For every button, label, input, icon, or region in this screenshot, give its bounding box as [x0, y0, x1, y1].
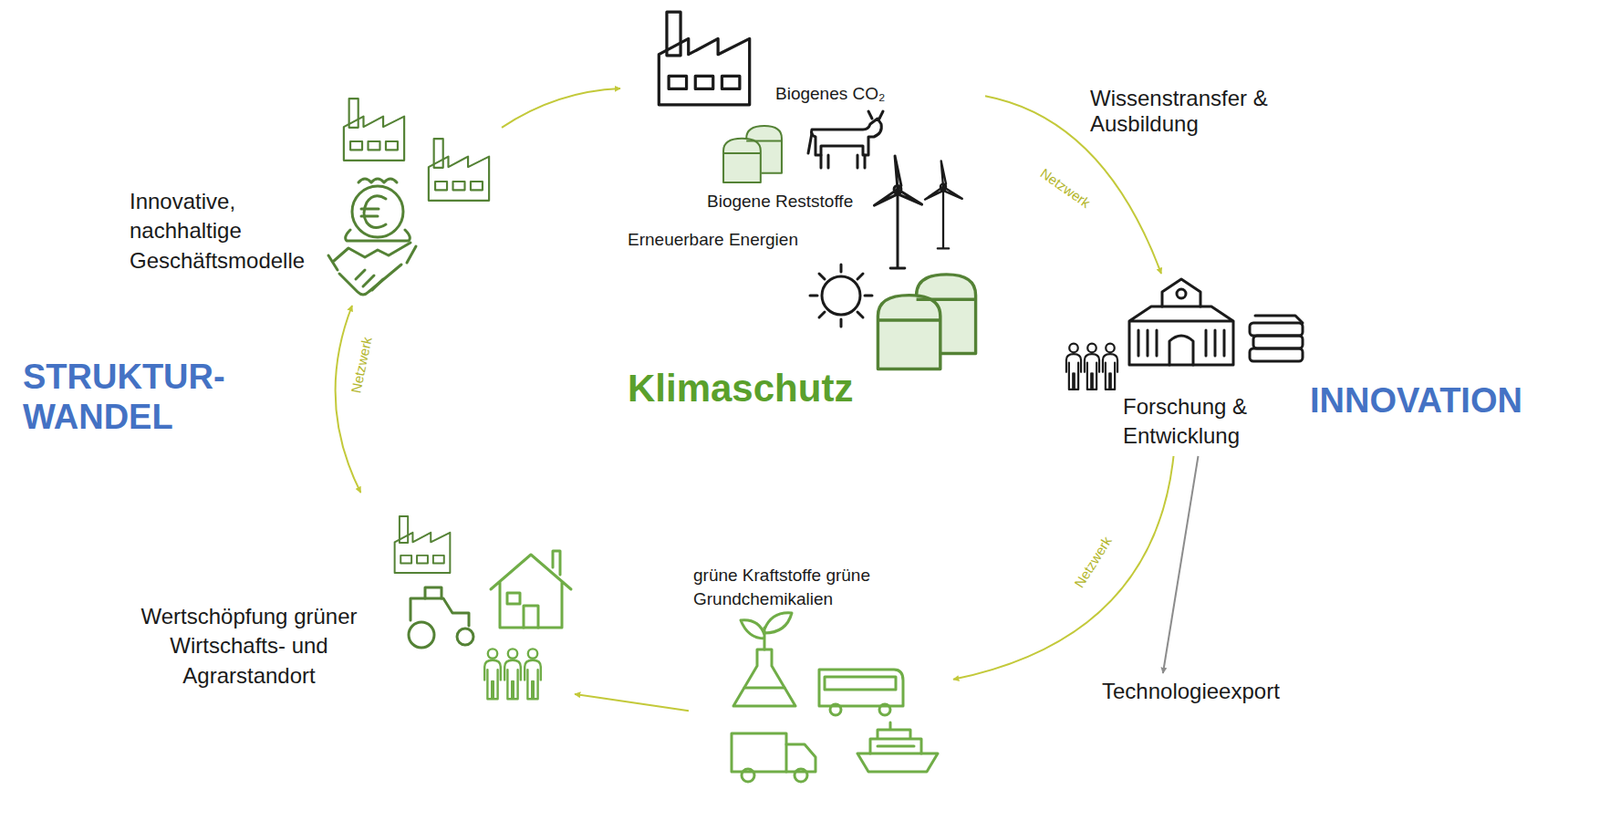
factory-icon	[343, 98, 405, 161]
person-icon	[1066, 343, 1081, 390]
node-group: grüne Kraftstoffe grüne Grundchemikalien	[688, 561, 954, 785]
node-group: Wertschöpfung grüner Wirtschafts- und Ag…	[109, 492, 575, 707]
node-text: grüne Kraftstoffe grüne Grundchemikalien	[693, 563, 890, 611]
factory-icon	[658, 11, 749, 105]
connector-arrow	[574, 694, 689, 711]
person-icon	[484, 648, 501, 699]
node-text: Biogene Reststoffe	[706, 189, 881, 214]
cow-icon	[808, 111, 884, 168]
connector-arrow	[1163, 456, 1199, 674]
ship-icon	[857, 722, 938, 772]
biogas-tank-icon	[723, 125, 782, 183]
wind-turbine-icon	[873, 155, 922, 269]
person-icon	[1102, 343, 1118, 390]
handshake-icon	[328, 242, 416, 295]
biogas-tank-icon	[877, 274, 976, 370]
connector-arrow	[335, 305, 362, 493]
tractor-icon	[408, 587, 474, 648]
edge-label: Netzwerk	[1070, 533, 1115, 591]
center-label: Klimaschutz	[627, 366, 902, 411]
factory-icon	[428, 138, 489, 201]
label-heading: INNOVATION	[1309, 381, 1584, 422]
money-bag-icon	[345, 178, 411, 241]
wind-turbine-icon	[873, 155, 922, 269]
node-group: Innovative, nachhaltige Geschäftsmodelle	[127, 91, 502, 306]
person-icon	[504, 648, 521, 699]
connector-arrow	[501, 88, 621, 128]
person-icon	[524, 648, 541, 699]
node-group: Biogenes CO₂ Biogene ReststoffeErneuerbar…	[620, 7, 986, 377]
edge-label: Netzwerk	[347, 335, 375, 395]
factory-icon	[343, 98, 405, 161]
school-building-icon	[1129, 279, 1234, 365]
node-text: Innovative, nachhaltige Geschäftsmodelle	[129, 187, 340, 276]
wind-turbine-icon	[924, 160, 963, 249]
label-heading: STRUKTUR- WANDEL	[22, 357, 251, 437]
sun-icon	[810, 264, 873, 327]
factory-icon	[394, 516, 451, 573]
biogas-tank-icon	[877, 274, 976, 370]
edge-label: Netzwerk	[1038, 165, 1094, 211]
factory-icon	[394, 516, 451, 573]
connector-arrow	[953, 456, 1175, 680]
flask-sprout-icon	[733, 612, 796, 707]
node-text: Erneuerbare Energien	[627, 228, 829, 252]
wind-turbine-icon	[924, 160, 963, 249]
node-text: Biogenes CO₂	[775, 82, 913, 106]
bus-icon	[819, 669, 904, 716]
biogas-tank-icon	[723, 125, 782, 183]
factory-icon	[428, 138, 489, 201]
node-group: Technologieexport	[1099, 673, 1320, 710]
factory-icon	[658, 11, 749, 105]
node-text: Technologieexport	[1101, 676, 1316, 707]
house-icon	[490, 550, 572, 628]
node-text: Forschung & Entwicklung	[1122, 392, 1283, 452]
person-icon	[1084, 343, 1100, 390]
node-text: Wertschöpfung grüner Wirtschafts- und Ag…	[109, 602, 389, 691]
people-icon	[484, 648, 541, 699]
annotation: Wissenstransfer & Ausbildung	[1090, 85, 1310, 136]
node-group: Forschung & Entwicklung	[1062, 273, 1310, 457]
truck-icon	[731, 733, 816, 782]
people-icon	[1066, 343, 1118, 390]
books-icon	[1249, 315, 1303, 362]
